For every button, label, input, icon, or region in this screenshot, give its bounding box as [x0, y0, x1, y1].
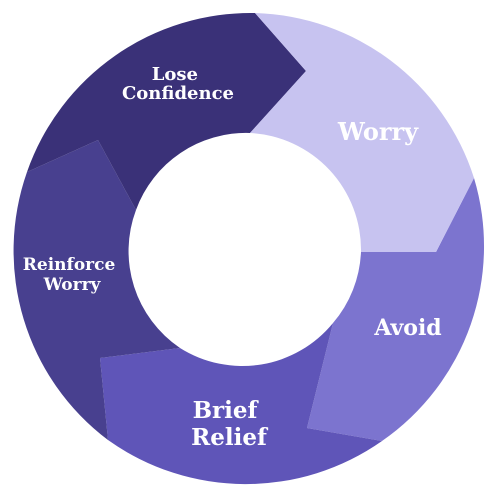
label-brief-relief-line-1: Brief	[193, 397, 260, 424]
segment-reinforce-worry	[13, 140, 180, 440]
label-avoid: Avoid	[373, 315, 441, 341]
label-lose-confidence-line-2: Confidence	[122, 83, 234, 104]
segment-avoid	[307, 178, 485, 441]
label-reinforce-worry: Reinforce Worry	[23, 255, 121, 295]
segment-brief-relief	[100, 323, 382, 485]
segment-lose-confidence	[27, 12, 306, 210]
label-lose-confidence: Lose Confidence	[122, 64, 234, 104]
label-brief-relief: Brief Relief	[191, 397, 269, 451]
label-brief-relief-line-2: Relief	[191, 424, 269, 451]
label-lose-confidence-line-1: Lose	[152, 64, 198, 85]
label-reinforce-worry-line-1: Reinforce	[23, 255, 116, 275]
label-reinforce-worry-line-2: Worry	[43, 275, 102, 295]
segment-worry	[250, 13, 474, 252]
label-worry: Worry	[337, 117, 419, 146]
label-avoid-line-1: Avoid	[373, 315, 441, 341]
label-worry-line-1: Worry	[337, 117, 419, 146]
